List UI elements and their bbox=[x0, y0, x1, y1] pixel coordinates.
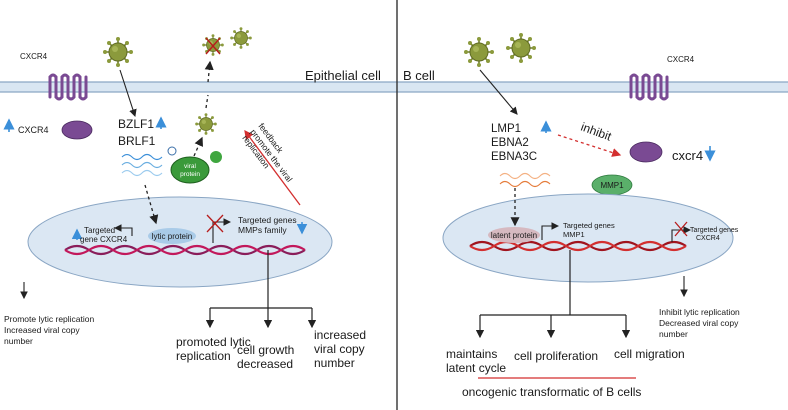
left-outcome-line-1: Promote lytic replication bbox=[4, 314, 95, 324]
cxcr4-label: cxcr4 bbox=[672, 148, 703, 163]
small-green-circle-icon bbox=[210, 151, 222, 163]
outcome-cell-migration: cell migration bbox=[614, 347, 685, 361]
cxcr4-protein-icon bbox=[61, 120, 93, 140]
outcome-cell-growth-2: decreased bbox=[237, 357, 293, 371]
right-outcome-line-1: Inhibit lytic replication bbox=[659, 307, 740, 317]
blocked-icon bbox=[674, 221, 688, 237]
mrna-wave-icon bbox=[499, 172, 551, 188]
latent-protein-label: latent protein bbox=[491, 231, 537, 240]
cxcr4-level-label: CXCR4 bbox=[18, 125, 49, 135]
outcome-maintains-1: maintains bbox=[446, 347, 497, 361]
cxcr4-receptor-icon bbox=[629, 73, 669, 101]
outcome-cell-proliferation: cell proliferation bbox=[514, 349, 598, 363]
summary-label: oncogenic transformatic of B cells bbox=[462, 385, 641, 399]
outcome-tree-left bbox=[210, 250, 312, 309]
left-outcome-line-2: Increased viral copy bbox=[4, 325, 80, 335]
right-receptor-label: CXCR4 bbox=[667, 55, 695, 64]
blocked-icon bbox=[206, 214, 224, 233]
left-outcome-line-3: number bbox=[4, 336, 33, 346]
cxcr4-protein-icon bbox=[629, 141, 663, 163]
outcome-tree-right bbox=[480, 250, 626, 316]
left-receptor-label: CXCR4 bbox=[20, 52, 48, 61]
right-outcome-line-3: number bbox=[659, 329, 688, 339]
cxcr4-receptor-icon bbox=[48, 73, 88, 101]
outcome-increased-viral-2: viral copy bbox=[314, 342, 365, 356]
target-cxcr4r-line-1: Targeted genes bbox=[690, 227, 739, 234]
gene-lmp1: LMP1 bbox=[491, 123, 521, 135]
virus-icon bbox=[102, 36, 134, 68]
virus-icon bbox=[463, 36, 495, 68]
outcome-increased-viral-1: increased bbox=[314, 328, 366, 342]
small-circle-icon bbox=[167, 146, 177, 156]
virus-icon bbox=[230, 27, 252, 49]
gene-ebna2: EBNA2 bbox=[491, 137, 529, 149]
mmp1-label: MMP1 bbox=[600, 181, 624, 190]
cell-membrane bbox=[0, 81, 788, 93]
epithelial-cell-label: Epithelial cell bbox=[305, 68, 381, 83]
dna-helix-icon bbox=[64, 244, 306, 256]
virus-icon bbox=[505, 32, 537, 64]
target-mmp-line-2: MMPs family bbox=[238, 225, 287, 235]
b-cell-label: B cell bbox=[403, 68, 435, 83]
target-mmp-line-1: Targeted genes bbox=[238, 215, 297, 225]
viral-protein-line-2: protein bbox=[180, 171, 200, 178]
target-cxcr4r-line-2: CXCR4 bbox=[696, 235, 720, 242]
outcome-maintains-2: latent cycle bbox=[446, 361, 506, 375]
gene-brlf1: BRLF1 bbox=[118, 134, 156, 148]
latent-protein-icon bbox=[488, 227, 540, 243]
outcome-increased-viral-3: number bbox=[314, 356, 355, 370]
right-outcome-line-2: Decreased viral copy bbox=[659, 318, 739, 328]
viral-protein-line-1: viral bbox=[184, 163, 196, 170]
gene-bzlf1: BZLF1 bbox=[118, 117, 154, 131]
outcome-promoted-lytic-2: replication bbox=[176, 349, 231, 363]
target-cxcr4-line-1: Targeted bbox=[84, 226, 115, 235]
inhibit-label: inhibit bbox=[579, 120, 614, 144]
outcome-cell-growth-1: cell growth bbox=[237, 343, 294, 357]
nucleus-right bbox=[442, 193, 734, 283]
target-cxcr4-line-2: gene CXCR4 bbox=[80, 235, 128, 244]
viral-protein-icon bbox=[170, 156, 210, 184]
blocked-icon bbox=[205, 37, 221, 55]
gene-ebna3c: EBNA3C bbox=[491, 151, 537, 163]
virus-icon bbox=[195, 113, 217, 135]
outcome-promoted-lytic-1: promoted lytic bbox=[176, 335, 251, 349]
target-mmp1-line-1: Targeted genes bbox=[563, 221, 615, 230]
mrna-wave-icon bbox=[121, 153, 163, 177]
lytic-protein-icon bbox=[148, 228, 196, 244]
target-mmp1-line-2: MMP1 bbox=[563, 230, 585, 239]
lytic-protein-label: lytic protein bbox=[152, 232, 192, 241]
feedback-label: feedback promote the viral replication bbox=[240, 121, 294, 184]
